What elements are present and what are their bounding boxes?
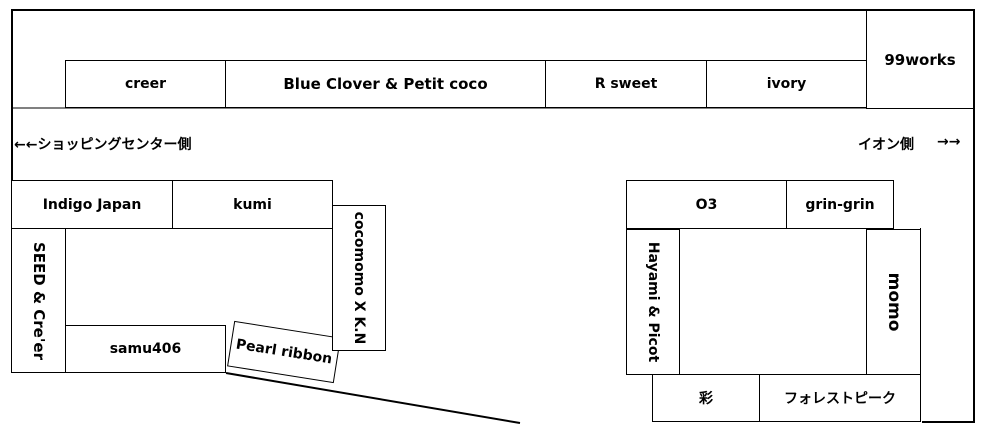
store-creer: creer [65,60,226,108]
store-blue-clover-label: Blue Clover & Petit coco [283,75,488,93]
store-forest-peak: フォレストピーク [759,374,921,422]
store-99works: 99works [866,11,973,109]
outer-wall [11,9,975,423]
store-hayami-picot-label: Hayami & Picot [645,241,661,363]
store-kumi-label: kumi [233,196,272,213]
store-indigo-japan: Indigo Japan [11,180,173,229]
store-momo-label: momo [883,272,904,332]
store-seed-creer-label: SEED & Cre'er [29,241,48,360]
store-ivory-label: ivory [766,76,807,92]
store-cocomomo: cocomomo X K.N [332,205,386,351]
direction-shopping-center: ←←ショッピングセンター側 [14,134,191,154]
store-hayami-picot: Hayami & Picot [626,229,680,375]
store-momo: momo [866,229,921,375]
store-ivory: ivory [706,60,867,108]
store-aya-label: 彩 [699,391,713,407]
direction-aeon-arrows-label: →→ [937,134,961,150]
store-pearl-ribbon-label: Pearl ribbon [234,336,334,368]
store-creer-label: creer [124,76,167,92]
store-r-sweet: R sweet [545,60,707,108]
store-o3-label: O3 [695,196,718,213]
store-r-sweet-label: R sweet [594,76,658,92]
store-kumi: kumi [172,180,333,229]
direction-aeon: イオン側 [858,134,914,154]
front-diagonal-wall [225,372,521,424]
direction-aeon-arrows: →→ [937,134,960,150]
store-indigo-japan-label: Indigo Japan [42,196,142,213]
store-o3: O3 [626,180,787,229]
store-samu406-label: samu406 [109,341,182,357]
store-blue-clover: Blue Clover & Petit coco [225,60,546,108]
store-99works-label: 99works [884,50,956,69]
store-grin-grin-label: grin-grin [805,196,875,213]
direction-shopping-center-label: ←←ショッピングセンター側 [14,137,192,153]
store-grin-grin: grin-grin [786,180,894,229]
direction-aeon-label: イオン側 [858,137,914,153]
store-forest-peak-label: フォレストピーク [784,391,896,407]
store-cocomomo-label: cocomomo X K.N [351,211,367,345]
store-samu406: samu406 [65,325,226,373]
store-aya: 彩 [652,374,760,422]
store-seed-creer: SEED & Cre'er [11,228,66,373]
